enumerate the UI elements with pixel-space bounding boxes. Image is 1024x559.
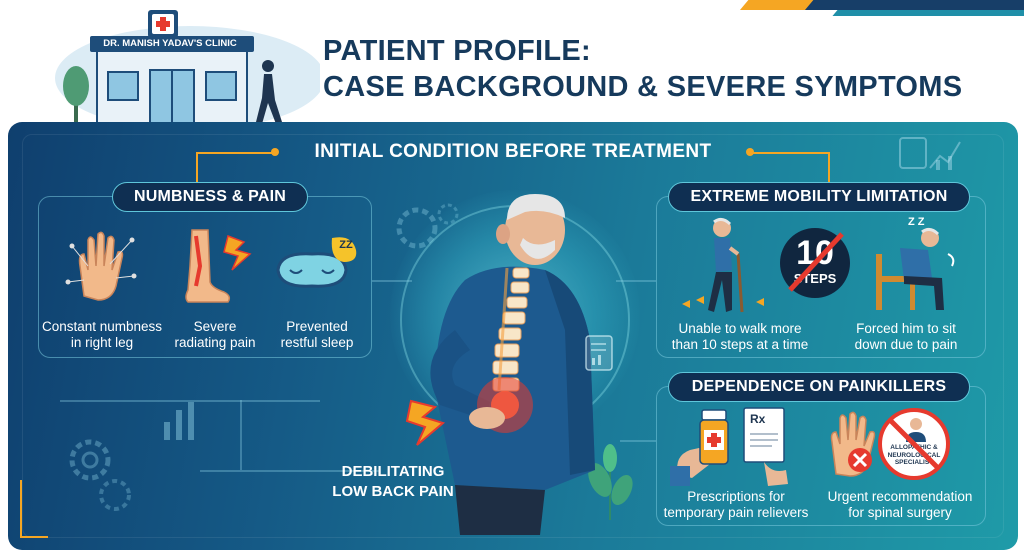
numbness-pain-title: NUMBNESS & PAIN: [112, 182, 308, 212]
accent-stripe-navy: [804, 0, 1024, 10]
ten-steps-badge: 10 STEPS: [780, 228, 850, 298]
caption-surgery: Urgent recommendation for spinal surgery: [827, 489, 973, 520]
header: DR. MANISH YADAV'S CLINIC PATIENT PROFIL…: [0, 0, 1024, 128]
title-dot-left: [271, 148, 279, 156]
connector-line-left: [372, 280, 412, 282]
elderly-patient-icon: [430, 194, 595, 535]
caption-radiating: Severe radiating pain: [174, 319, 256, 350]
caption-sleep: Prevented restful sleep: [280, 319, 354, 350]
sleep-mask-icon: [276, 237, 357, 288]
center-label-line1: DEBILITATING: [341, 463, 445, 480]
mobility-sleep-badge: Z Z: [908, 216, 925, 228]
clinic-sign: DR. MANISH YADAV'S CLINIC: [103, 38, 237, 49]
panel-border: [22, 134, 1004, 538]
caption-numbness: Constant numbness in right leg: [41, 319, 163, 350]
leg-pain-icon: [185, 229, 252, 303]
bar-chart-icon: [164, 402, 194, 440]
connector-line-right-low: [620, 440, 656, 442]
page-title-line1: PATIENT PROFILE:: [323, 35, 591, 67]
walking-cane-icon: [682, 217, 764, 313]
center-label: DEBILITATING LOW BACK PAIN: [318, 462, 468, 502]
caption-sit: Forced him to sit down due to pain: [854, 321, 958, 352]
painkillers-title: DEPENDENCE ON PAINKILLERS: [668, 372, 970, 402]
clinic-building-icon: [55, 10, 320, 128]
center-label-line2: LOW BACK PAIN: [332, 483, 454, 500]
specialist-badge: ALLOPATHIC & NEUROLOGICAL SPECIALIST: [878, 408, 950, 480]
title-connector-right: [750, 152, 830, 186]
circuit-line: [200, 470, 380, 472]
analytics-icon: [899, 137, 961, 170]
stop-hand-icon: [830, 411, 876, 477]
pain-bolt-icon: [405, 399, 446, 446]
accent-stripe-teal: [832, 10, 1024, 16]
prohibited-slash-icon: [888, 418, 940, 470]
section-title: INITIAL CONDITION BEFORE TREATMENT: [314, 141, 712, 162]
prohibited-slash-icon: [788, 232, 844, 292]
corner-accent: [20, 480, 48, 538]
page-title: PATIENT PROFILE: CASE BACKGROUND & SEVER…: [323, 33, 1003, 105]
sleep-badge: ZZ: [339, 239, 353, 251]
hand-numbness-icon: [65, 231, 137, 301]
seated-man-icon: [876, 227, 955, 310]
mobility-title: EXTREME MOBILITY LIMITATION: [668, 182, 970, 212]
circuit-line: [240, 400, 242, 470]
report-icon: [585, 335, 613, 371]
title-dot-right: [746, 148, 754, 156]
gears-icon: [69, 439, 131, 511]
connector-line-right: [616, 280, 656, 282]
page-title-line2: CASE BACKGROUND & SEVERE SYMPTOMS: [323, 71, 963, 103]
caption-prescriptions: Prescriptions for temporary pain relieve…: [663, 489, 809, 520]
title-connector-left: [196, 152, 276, 186]
pill-bottle-icon: [670, 407, 788, 486]
rx-label: Rx: [750, 412, 766, 426]
plant-icon: [588, 444, 633, 520]
circuit-line: [60, 400, 320, 402]
caption-walk: Unable to walk more than 10 steps at a t…: [671, 321, 809, 352]
